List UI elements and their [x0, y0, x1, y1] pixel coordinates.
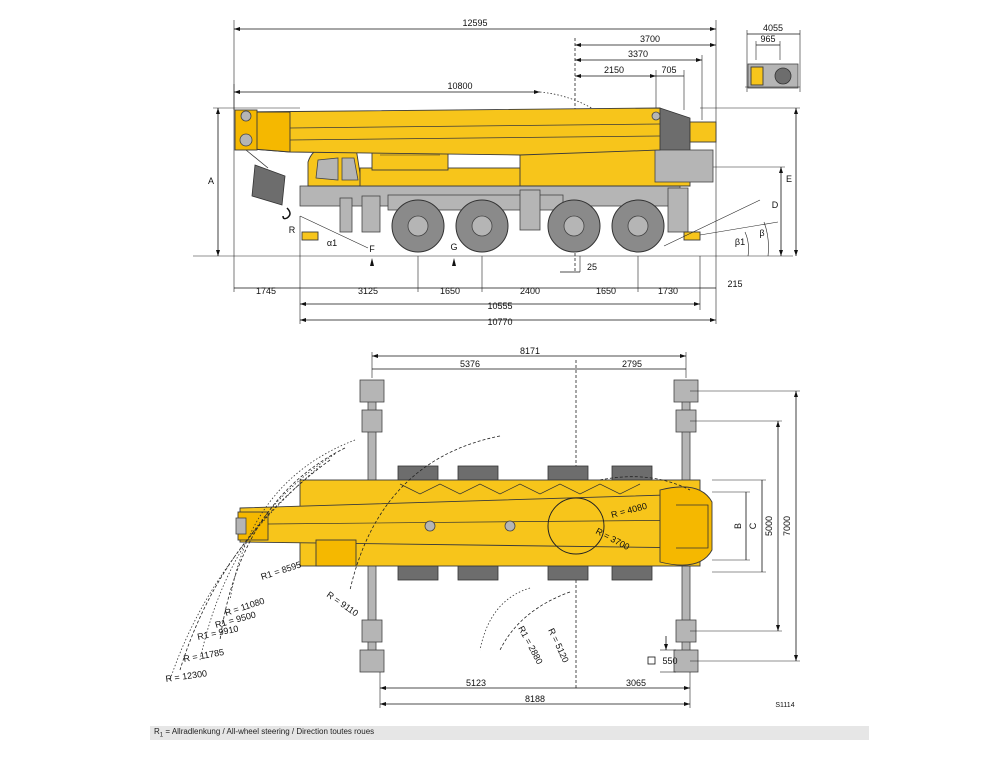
drawing-id: S1114 — [775, 702, 794, 709]
footer-legend: R1 = Allradlenkung / All-wheel steering … — [150, 726, 869, 740]
dim-3700: 3700 — [640, 34, 660, 44]
dim-1745: 1745 — [256, 286, 276, 296]
dim-705: 705 — [661, 65, 676, 75]
radius-11785: R = 11785 — [183, 647, 225, 664]
letter-beta: β — [759, 228, 764, 238]
letter-D: D — [772, 200, 779, 210]
dim-8188: 8188 — [525, 694, 545, 704]
dim-2400: 2400 — [520, 286, 540, 296]
legend-text: = Allradlenkung / All-wheel steering / D… — [165, 727, 375, 736]
radius-9110: R = 9110 — [325, 589, 360, 618]
dim-12595: 12595 — [462, 18, 487, 28]
letter-G: G — [450, 242, 457, 252]
dim-7000: 7000 — [782, 516, 792, 536]
radius1-8595: R1 = 8595 — [260, 559, 303, 581]
radius1-2880: R1 = 2880 — [516, 624, 544, 666]
letter-B: B — [733, 523, 743, 529]
letter-alpha1: α1 — [327, 238, 337, 248]
dim-10800: 10800 — [447, 81, 472, 91]
dim-4055: 4055 — [763, 23, 783, 33]
dim-5376: 5376 — [460, 359, 480, 369]
dim-1650-b: 1650 — [596, 286, 616, 296]
dim-215: 215 — [727, 279, 742, 289]
boom — [234, 107, 661, 220]
side-view: 12595 3700 3370 2150 705 10800 — [193, 18, 801, 327]
dim-3370: 3370 — [628, 49, 648, 59]
dim-10770: 10770 — [487, 317, 512, 327]
letter-E: E — [786, 174, 792, 184]
dim-25: 25 — [587, 262, 597, 272]
axle-dimensions: 1745 3125 1650 2400 1650 1730 215 10555 … — [234, 256, 743, 327]
radius-5120: R = 5120 — [546, 627, 571, 665]
letter-beta1: β1 — [735, 237, 745, 247]
letter-C: C — [748, 522, 758, 529]
letter-F: F — [369, 244, 375, 254]
turning-radii — [169, 435, 691, 681]
dim-1650-a: 1650 — [440, 286, 460, 296]
legend-symbol: R — [154, 727, 160, 736]
dim-1730: 1730 — [658, 286, 678, 296]
dim-965: 965 — [760, 34, 775, 44]
letter-R: R — [289, 225, 296, 235]
dim-2150: 2150 — [604, 65, 624, 75]
letter-A: A — [208, 176, 214, 186]
legend-subscript: 1 — [159, 732, 164, 739]
dim-5123: 5123 — [466, 678, 486, 688]
dim-8171: 8171 — [520, 346, 540, 356]
wheels — [391, 199, 665, 253]
dim-10555: 10555 — [487, 301, 512, 311]
dim-2795: 2795 — [622, 359, 642, 369]
dim-5000: 5000 — [764, 516, 774, 536]
dim-3065: 3065 — [626, 678, 646, 688]
dim-3125: 3125 — [358, 286, 378, 296]
pad-size-550: 550 — [662, 656, 677, 666]
radius-12300: R = 12300 — [165, 668, 208, 684]
outrigger-pads — [359, 379, 699, 673]
cab-detail: 4055 965 — [745, 23, 801, 92]
top-view: 8171 5376 2795 — [165, 346, 800, 709]
